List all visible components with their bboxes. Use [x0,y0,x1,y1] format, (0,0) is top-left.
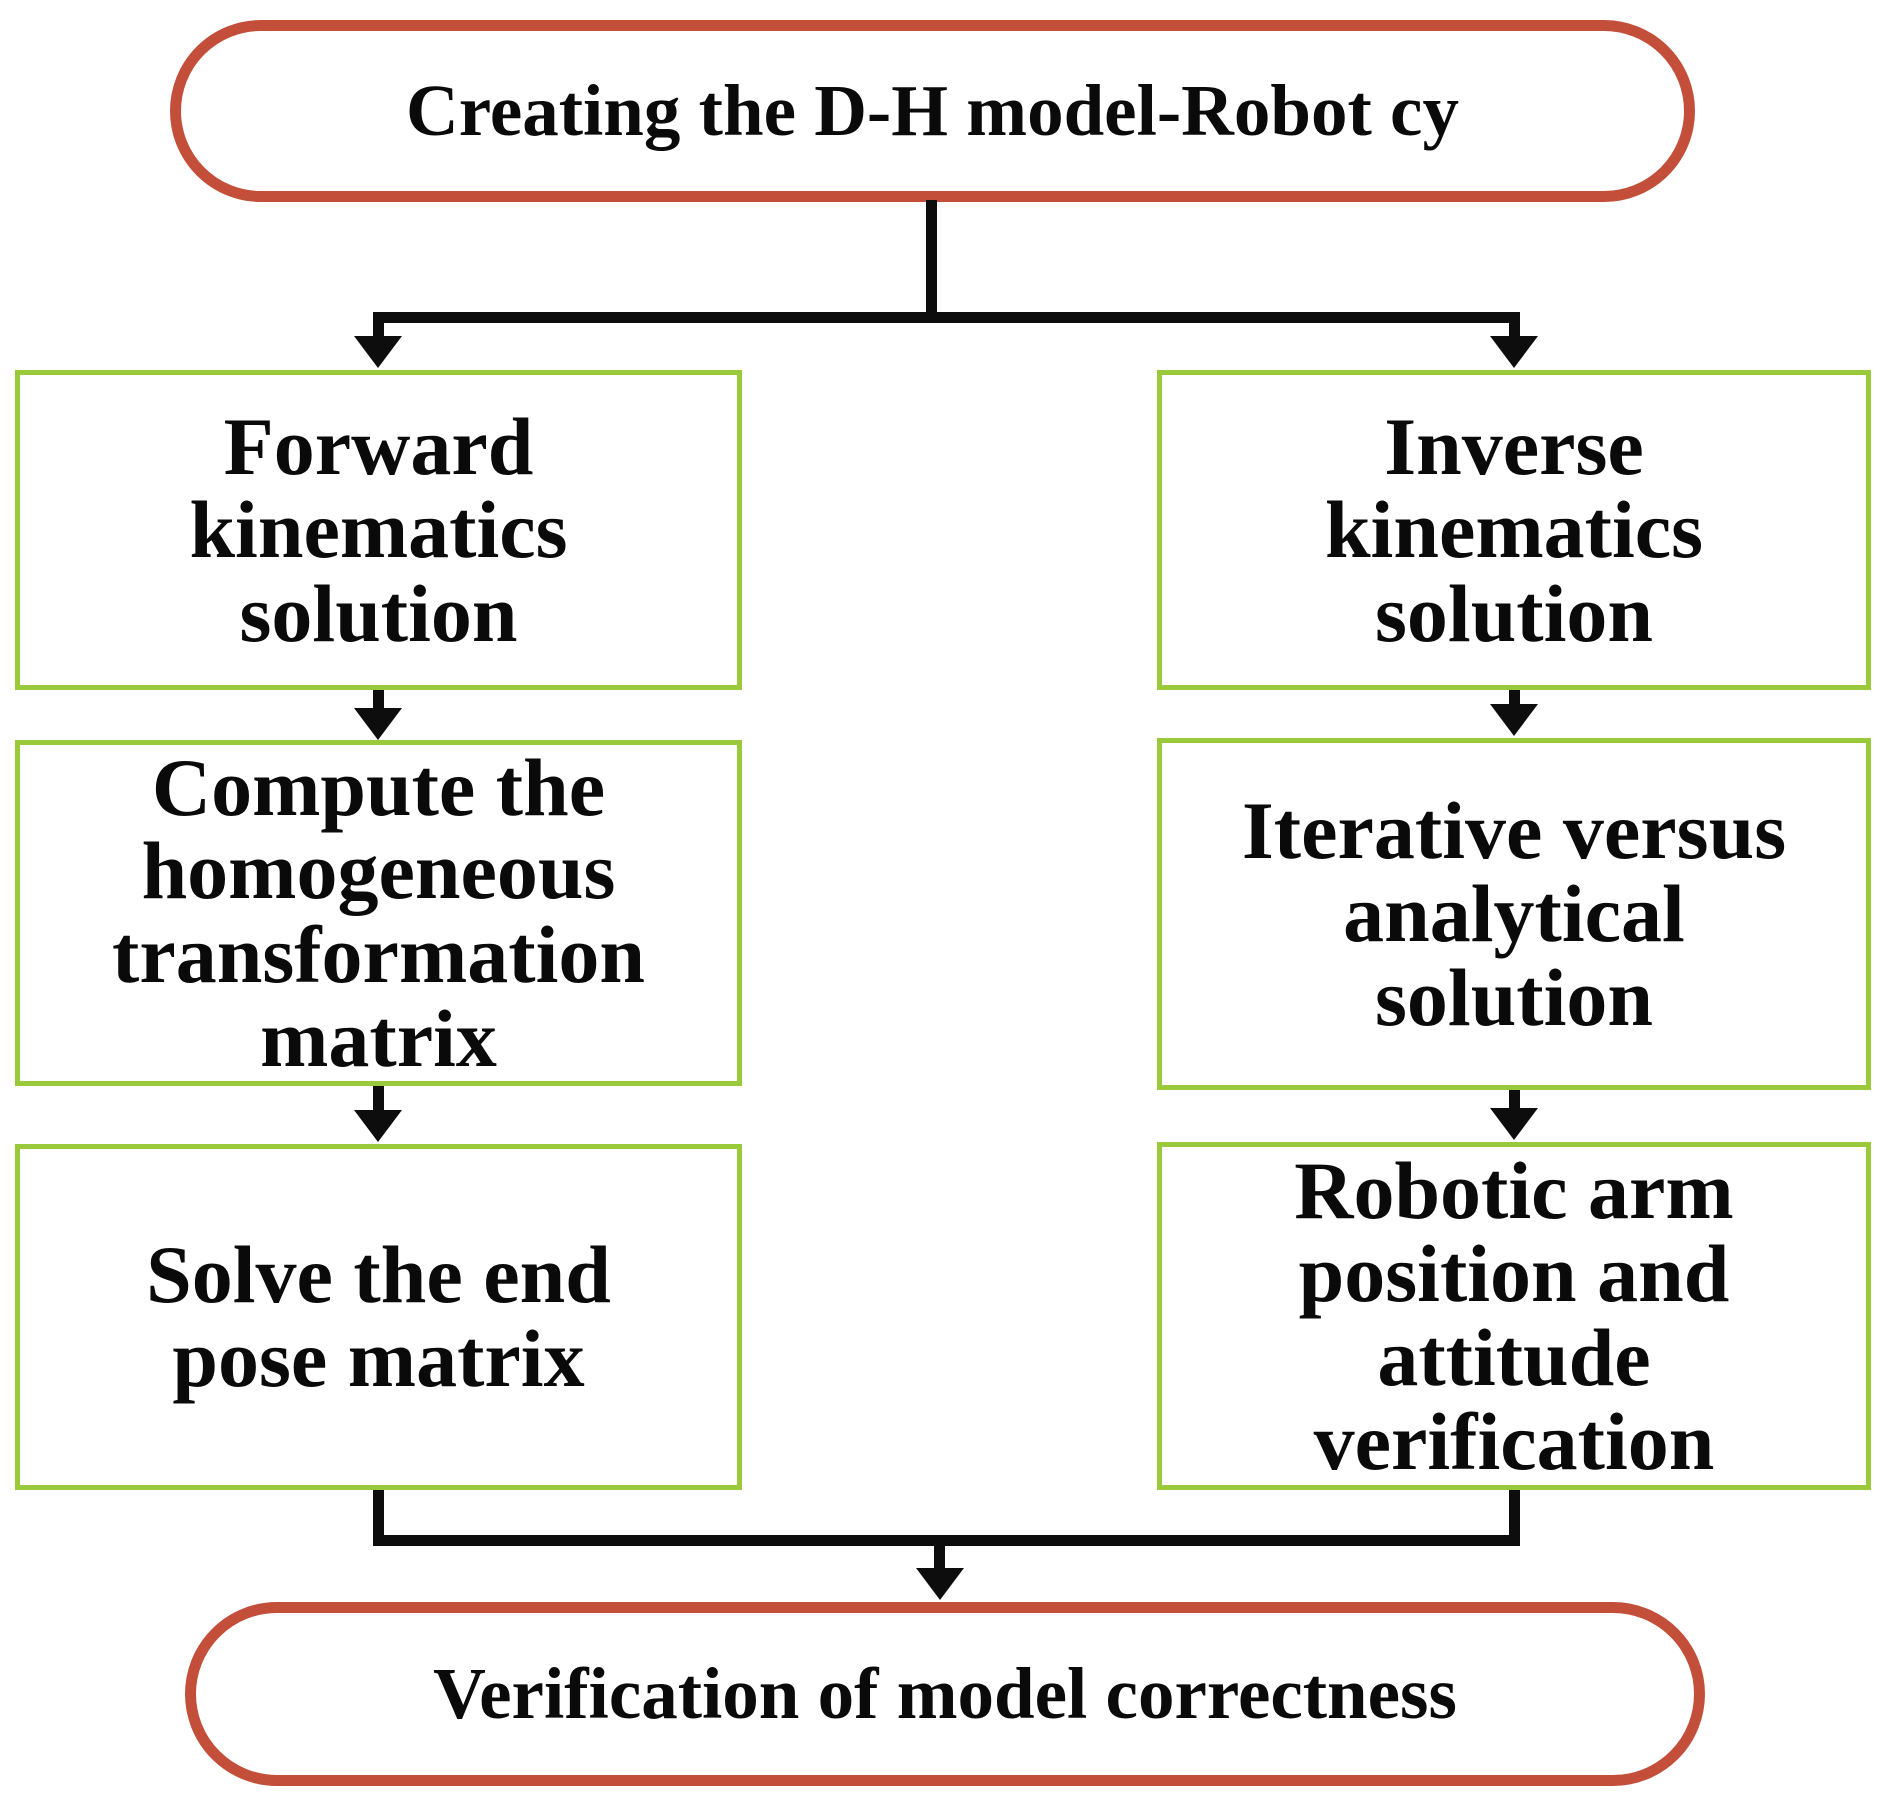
node-text-line: Compute the [151,741,606,833]
node-text-line: position and [1298,1228,1730,1320]
arrowhead-into-inverse [1490,336,1538,368]
connector-start-stem [926,200,937,318]
arrow-into-inverse [1509,312,1520,342]
start-node: Creating the D-H model-Robot cy [170,20,1695,202]
node-text-line: Robotic arm [1294,1144,1734,1236]
node-text-line: kinematics [189,484,568,576]
node-text-line: pose matrix [172,1313,585,1404]
robotic-arm-verification-node: Robotic arm position and attitude verifi… [1157,1142,1871,1490]
compute-transformation-node: Compute the homogeneous transformation m… [15,740,742,1086]
node-text-line: transformation [112,909,645,1000]
node-text-line: matrix [260,992,497,1084]
node-text-line: verification [1313,1395,1715,1487]
inverse-kinematics-node: Inverse kinematics solution [1157,370,1871,690]
solve-end-pose-node: Solve the end pose matrix [15,1144,742,1490]
node-text-line: Iterative versus [1241,784,1787,876]
node-text-line: solution [1375,567,1653,659]
connector-merge-left [373,1490,384,1540]
node-text-line: solution [1375,951,1653,1043]
end-node-label: Verification of model correctness [433,1653,1457,1734]
arrow-into-forward [373,312,384,342]
arrowhead-forward-to-compute [354,708,402,740]
arrow-compute-to-solve [373,1086,384,1114]
arrow-iterative-to-robotic [1509,1090,1520,1110]
connector-merge-right [1509,1490,1520,1540]
start-node-label: Creating the D-H model-Robot cy [406,70,1459,151]
arrow-into-end [934,1535,945,1570]
node-text-line: attitude [1377,1312,1651,1403]
node-text-line: kinematics [1324,484,1704,576]
iterative-analytical-node: Iterative versus analytical solution [1157,738,1871,1090]
node-text-line: homogeneous [141,825,616,917]
connector-branch-top [373,312,1520,323]
arrowhead-into-forward [354,336,402,368]
arrow-inverse-to-iterative [1509,690,1520,710]
arrowhead-iterative-to-robotic [1490,1108,1538,1140]
node-text-line: analytical [1343,868,1685,960]
connector-branch-bottom [373,1535,1520,1546]
arrowhead-into-end [916,1568,964,1600]
node-text-line: Forward [223,400,534,492]
end-node: Verification of model correctness [185,1602,1705,1786]
node-text-line: solution [239,567,518,659]
arrowhead-inverse-to-iterative [1490,704,1538,736]
arrow-forward-to-compute [373,690,384,714]
forward-kinematics-node: Forward kinematics solution [15,370,742,690]
node-text-line: Solve the end [146,1229,611,1321]
node-text-line: Inverse [1384,400,1644,492]
arrowhead-compute-to-solve [354,1110,402,1142]
